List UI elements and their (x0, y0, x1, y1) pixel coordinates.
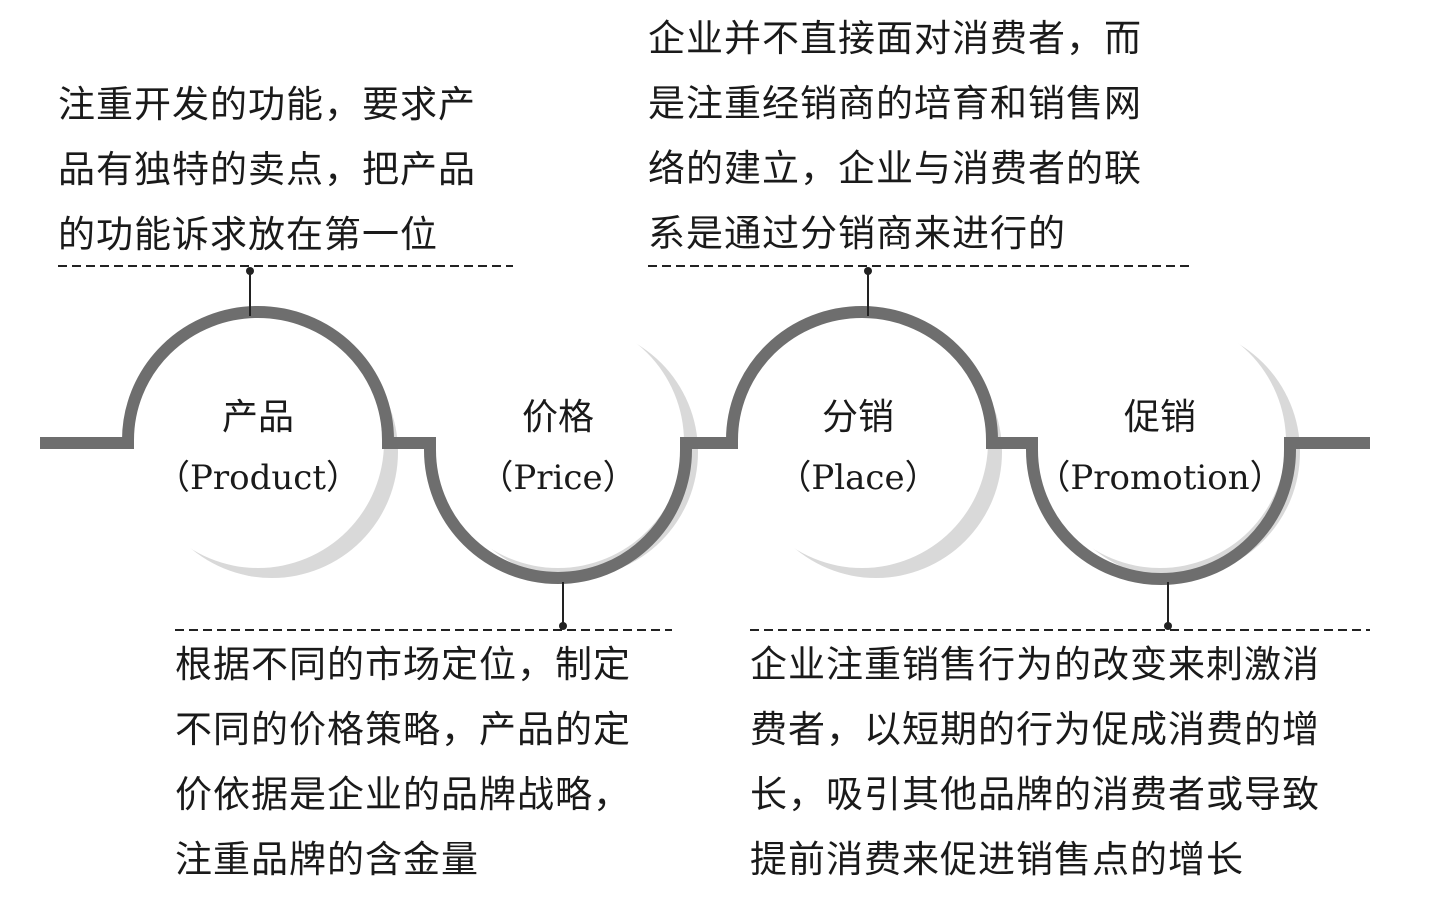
pin-dot (864, 267, 872, 275)
node-title: 价格 (521, 397, 594, 438)
node-title: 分销 (821, 397, 894, 438)
text-line: 的功能诉求放在第一位 (58, 213, 438, 256)
text-line: 络的建立，企业与消费者的联 (648, 147, 1142, 190)
node-subtitle: （Price） (479, 458, 637, 498)
place-description: 企业并不直接面对消费者，而 是注重经销商的培育和销售网 络的建立，企业与消费者的… (648, 6, 1142, 266)
node-title: 产品 (221, 397, 294, 438)
promotion-description: 企业注重销售行为的改变来刺激消 费者，以短期的行为促成消费的增 长，吸引其他品牌… (750, 632, 1320, 892)
text-line: 是注重经销商的培育和销售网 (648, 82, 1142, 125)
text-line: 注重开发的功能，要求产 (58, 83, 476, 126)
node-subtitle: （Place） (777, 458, 939, 498)
node-subtitle: （Promotion） (1036, 458, 1284, 498)
text-line: 系是通过分销商来进行的 (648, 212, 1066, 255)
text-line: 费者，以短期的行为促成消费的增 (750, 708, 1320, 751)
text-line: 品有独特的卖点，把产品 (58, 148, 476, 191)
node-title: 促销 (1123, 397, 1196, 438)
text-line: 根据不同的市场定位，制定 (175, 643, 631, 686)
pin-dot (1164, 622, 1172, 630)
wave-line (40, 306, 1370, 585)
node-subtitle: （Product） (156, 458, 360, 498)
product-description: 注重开发的功能，要求产 品有独特的卖点，把产品 的功能诉求放在第一位 (58, 72, 476, 267)
text-line: 长，吸引其他品牌的消费者或导致 (750, 773, 1320, 816)
pin-dot (559, 622, 567, 630)
text-line: 企业并不直接面对消费者，而 (648, 17, 1142, 60)
pin-dot (246, 267, 254, 275)
text-line: 企业注重销售行为的改变来刺激消 (750, 643, 1320, 686)
text-line: 注重品牌的含金量 (175, 838, 479, 881)
price-description: 根据不同的市场定位，制定 不同的价格策略，产品的定 价依据是企业的品牌战略， 注… (175, 632, 631, 892)
text-line: 不同的价格策略，产品的定 (175, 708, 631, 751)
shadow-crescents (132, 316, 1300, 578)
text-line: 价依据是企业的品牌战略， (175, 773, 631, 816)
text-line: 提前消费来促进销售点的增长 (750, 838, 1244, 881)
